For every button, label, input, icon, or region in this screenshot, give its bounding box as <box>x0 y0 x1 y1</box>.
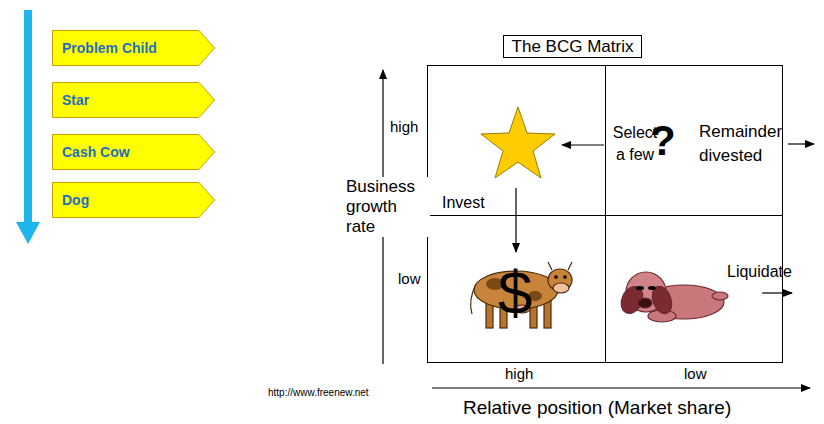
tag-outline <box>53 83 215 118</box>
axis-level: low <box>684 365 707 383</box>
axis-arrow <box>383 70 810 388</box>
tag-label: Problem Child <box>62 39 193 57</box>
stage-tag: Problem Child <box>52 30 215 66</box>
action-label: Remainder divested <box>699 120 791 168</box>
question-symbol: ? <box>650 118 676 164</box>
axis-title: Relative position (Market share) <box>463 396 731 419</box>
tag-outline <box>53 31 215 66</box>
axis-level: high <box>505 365 533 383</box>
action-label: Liquidate <box>727 262 792 281</box>
tag-outline <box>53 135 215 170</box>
tag-label: Cash Cow <box>62 143 193 161</box>
stage-tag: Star <box>52 82 215 118</box>
dollar-symbol: $ <box>498 258 532 328</box>
matrix-title: The BCG Matrix <box>503 35 643 58</box>
star-symbol <box>481 107 555 178</box>
stage-tag: Cash Cow <box>52 134 215 170</box>
tag-label: Dog <box>62 191 193 209</box>
watermark: http://www.freenew.net <box>268 387 369 399</box>
flow-arrow <box>516 144 814 293</box>
tag-outline <box>53 183 215 218</box>
axis-level: low <box>398 270 421 288</box>
stage-tag: Dog <box>52 182 215 218</box>
tag-label: Star <box>62 91 193 109</box>
action-label: Invest <box>442 193 485 212</box>
axis-level: high <box>390 118 418 136</box>
dog-symbol <box>617 272 728 322</box>
matrix-grid <box>427 65 783 363</box>
axis-title: Business growth rate <box>346 177 430 237</box>
order-arrow <box>16 10 40 244</box>
